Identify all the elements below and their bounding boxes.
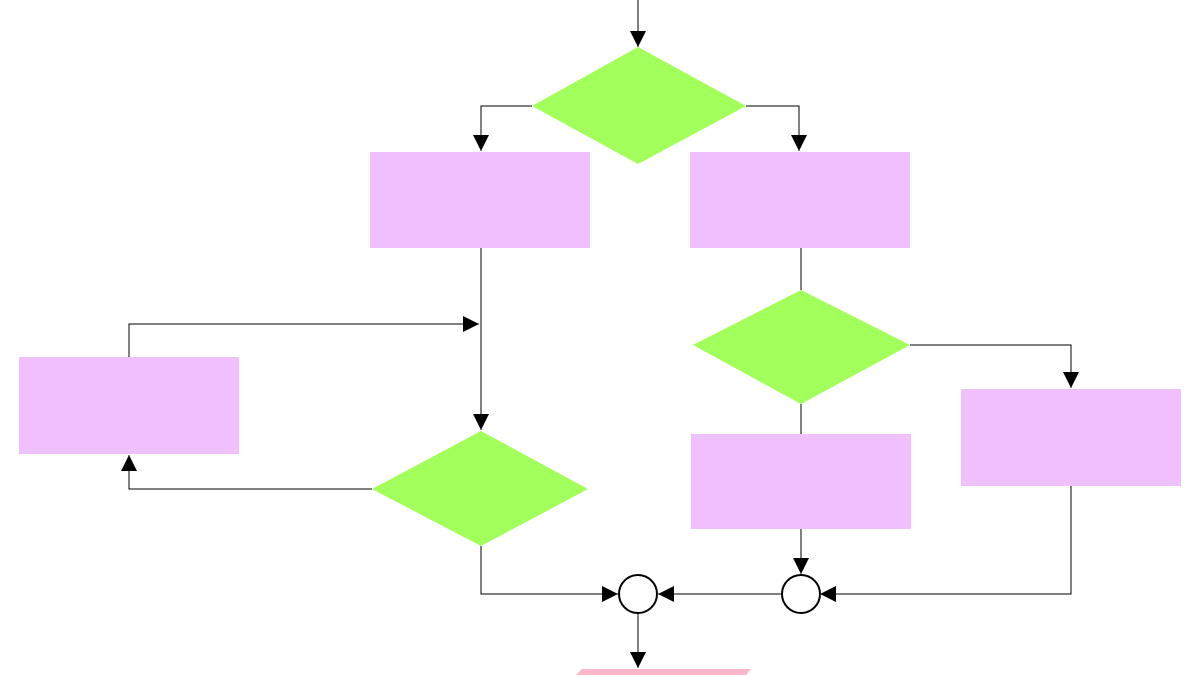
connectors — [121, 0, 1079, 668]
process-right-lower[interactable] — [691, 434, 911, 529]
decision-right[interactable] — [693, 290, 910, 404]
process-right[interactable] — [690, 152, 910, 248]
edge-decision-top-to-process-right — [746, 105, 807, 151]
nodes — [19, 47, 1181, 675]
edge-process-far-left-loop-back — [128, 316, 479, 357]
end-terminal[interactable] — [576, 669, 751, 675]
merge-junction-right[interactable] — [781, 574, 821, 614]
process-far-left[interactable] — [19, 357, 239, 454]
process-left[interactable] — [370, 152, 590, 248]
decision-left[interactable] — [372, 431, 588, 546]
edge-decision-left-to-merge-center — [480, 546, 618, 602]
edge-process-far-right-to-merge-right — [820, 486, 1072, 602]
edge-decision-top-to-process-left — [473, 105, 532, 151]
process-far-right[interactable] — [961, 389, 1181, 486]
merge-junction-center[interactable] — [618, 574, 658, 614]
edge-decision-left-to-process-far-left — [121, 455, 372, 490]
edge-decision-right-to-process-far-right — [910, 344, 1079, 388]
decision-top[interactable] — [532, 47, 746, 164]
